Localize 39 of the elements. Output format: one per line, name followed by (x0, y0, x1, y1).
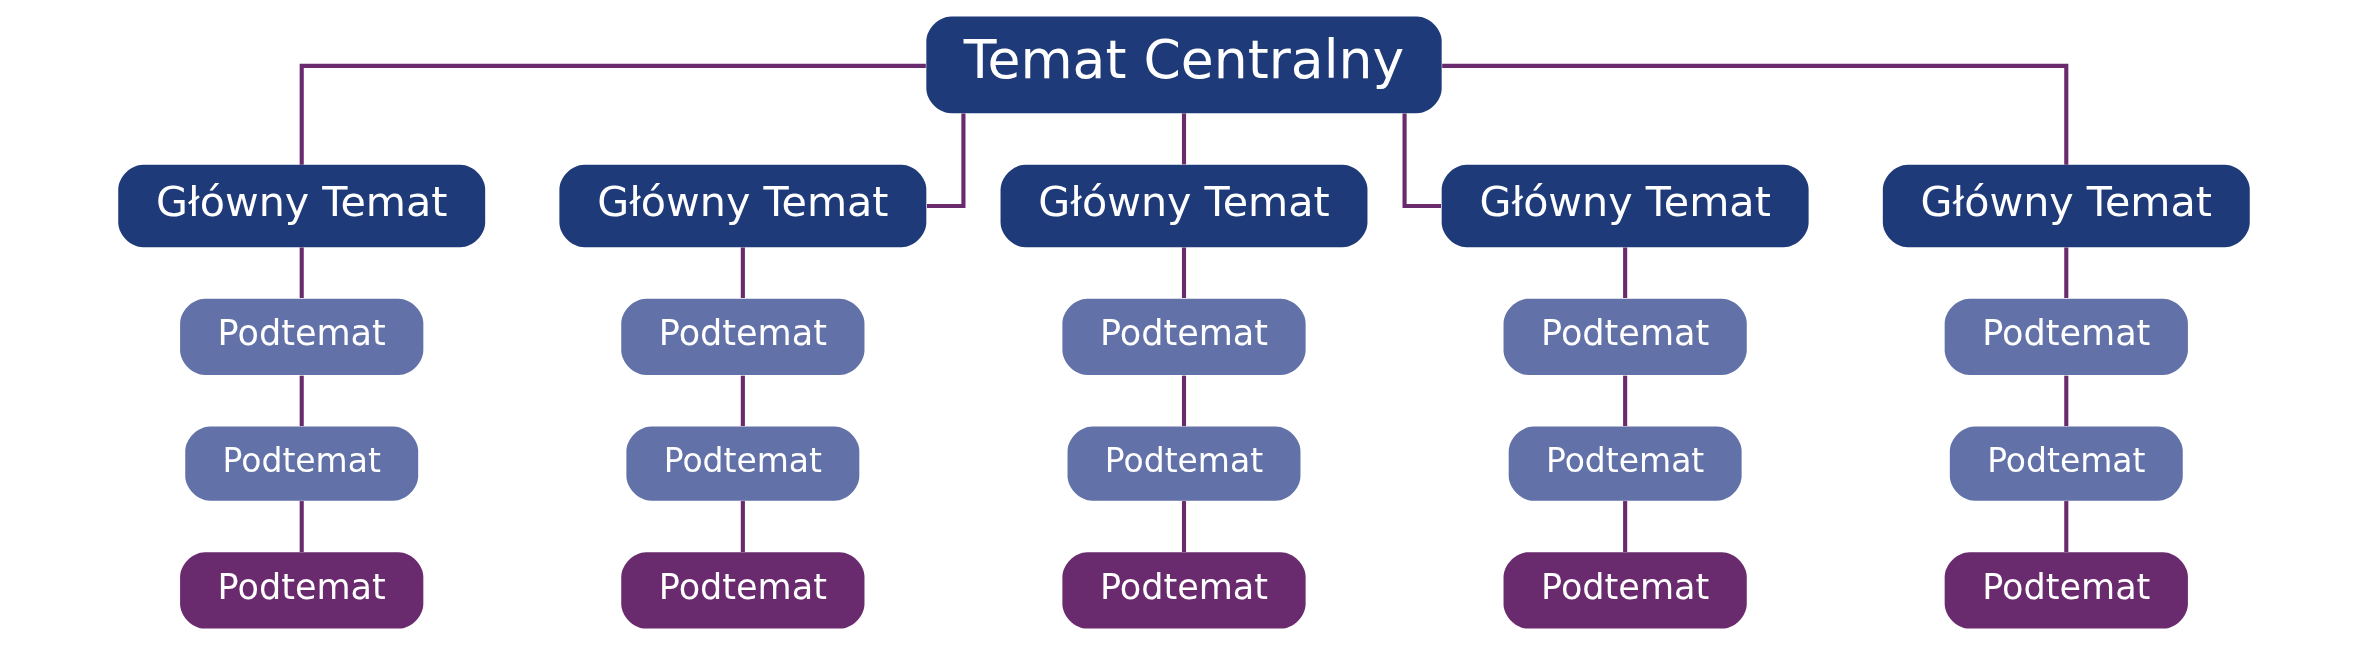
connector (2064, 247, 2069, 298)
node-box: Podtemat (180, 298, 424, 376)
node-box: Podtemat (1508, 426, 1742, 501)
connector (1181, 501, 1187, 553)
node-box: Główny Temat (1441, 164, 1809, 248)
node-box: Podtemat (621, 552, 865, 629)
node-box: Główny Temat (118, 164, 486, 248)
node-box: Podtemat (1949, 426, 2183, 501)
connector (299, 247, 304, 298)
node-box: Podtemat (1944, 552, 2188, 629)
connector (2064, 375, 2069, 427)
connector (1623, 501, 1628, 553)
node-box: Podtemat (626, 426, 860, 501)
connector (1442, 63, 2069, 165)
connector (740, 247, 745, 298)
connector (299, 375, 304, 427)
node-box: Główny Temat (559, 164, 927, 248)
connector (1181, 247, 1187, 298)
connector (1623, 247, 1628, 298)
node-box: Podtemat (185, 426, 419, 501)
node-box: Podtemat (1062, 552, 1306, 629)
connector (299, 63, 926, 165)
connector (1181, 375, 1187, 427)
node-box: Podtemat (180, 552, 424, 629)
node-box: Główny Temat (1882, 164, 2250, 248)
connector (740, 501, 745, 553)
connector (740, 375, 745, 427)
connector (1623, 375, 1628, 427)
node-box: Główny Temat (1000, 164, 1368, 248)
node-box: Temat Centralny (926, 16, 1442, 114)
connector (299, 501, 304, 553)
connector (1181, 113, 1187, 165)
connector (2064, 501, 2069, 553)
node-box: Podtemat (1944, 298, 2188, 376)
node-box: Podtemat (1067, 426, 1301, 501)
node-box: Podtemat (1503, 298, 1747, 376)
node-box: Podtemat (1503, 552, 1747, 629)
node-box: Podtemat (621, 298, 865, 376)
node-box: Podtemat (1062, 298, 1306, 376)
